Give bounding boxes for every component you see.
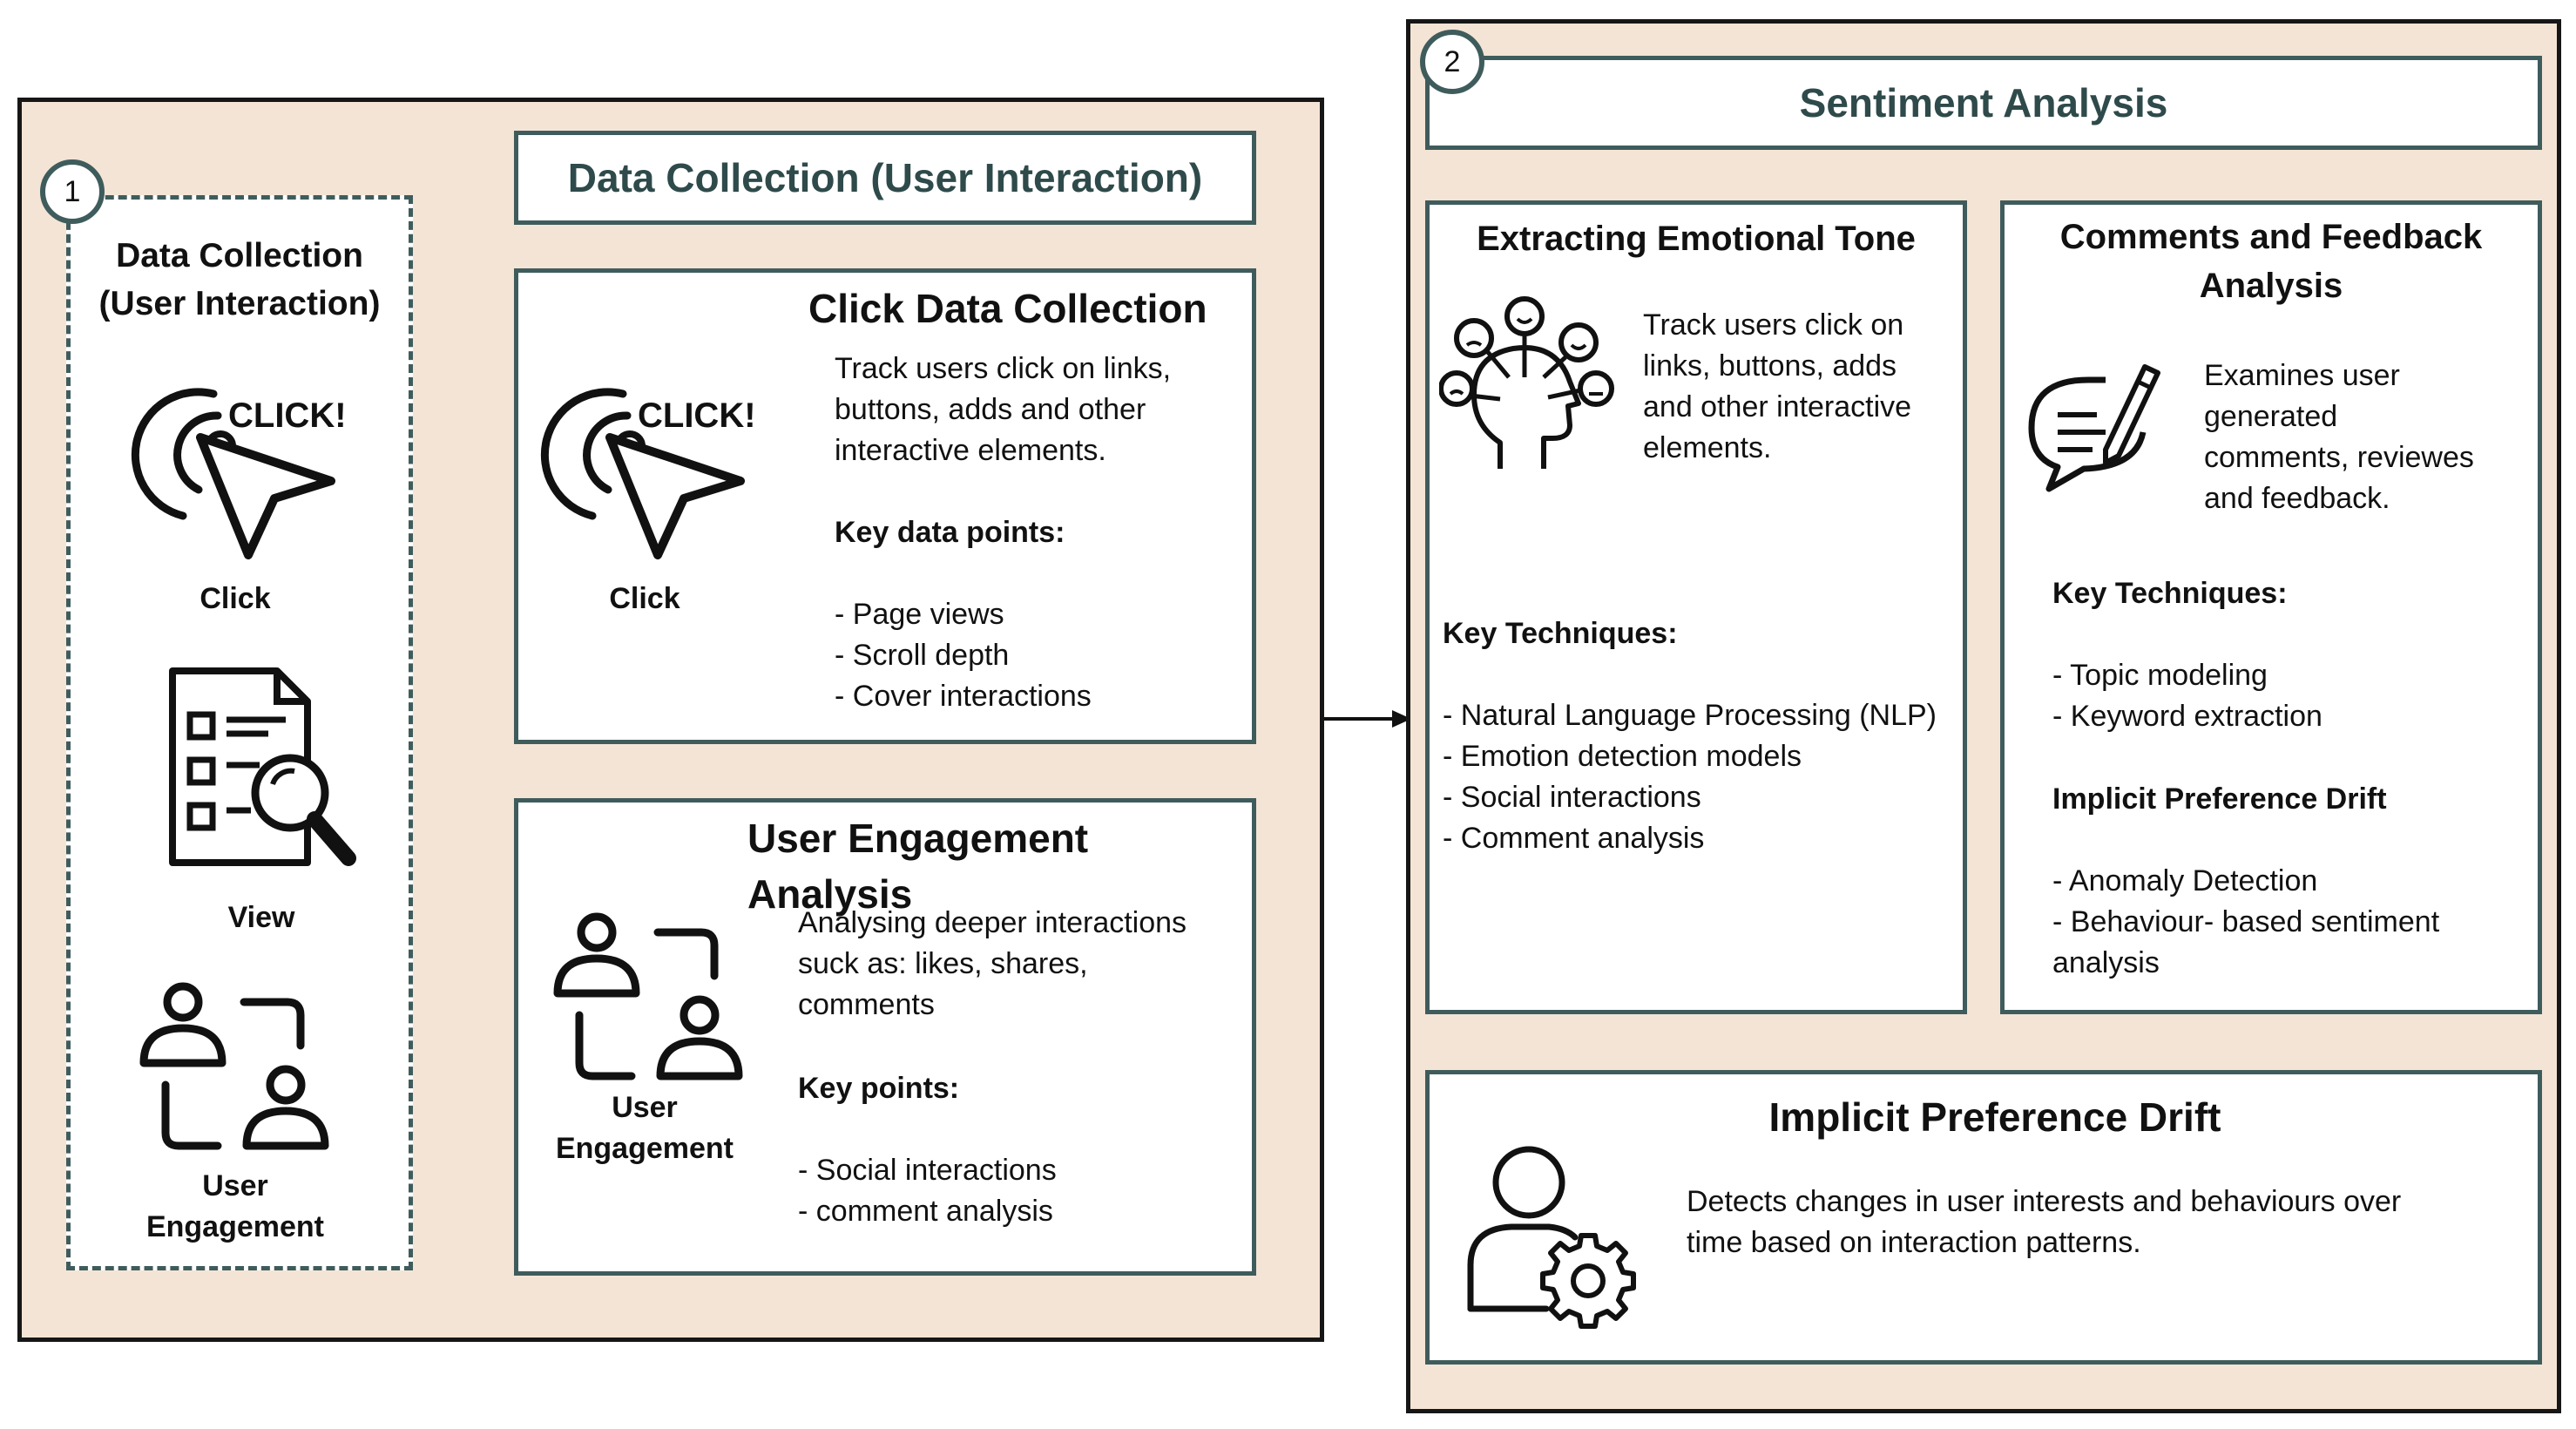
list-item: Social interactions: [1443, 777, 1937, 818]
engagement-card-points: Social interactions comment analysis: [798, 1150, 1057, 1232]
document-search-icon: [164, 662, 364, 880]
step-number: 2: [1444, 44, 1461, 78]
user-engagement-icon: [131, 976, 340, 1168]
engagement-card-icon-label: User Engagement: [555, 1091, 734, 1165]
list-item-continuation: analysis: [2052, 946, 2160, 979]
click-card-icon-label: Click: [609, 582, 680, 615]
list-item: Natural Language Processing (NLP): [1443, 695, 1937, 736]
click-icon: CLICK!: [131, 376, 348, 568]
emotional-tone-card: [1425, 200, 1967, 1014]
list-item: Anomaly Detection: [2052, 861, 2532, 902]
emotion-head-icon: [1439, 295, 1631, 477]
step-number: 1: [64, 174, 81, 208]
sentiment-analysis-header: Sentiment Analysis: [1425, 56, 2542, 150]
comment-pencil-icon: [2023, 354, 2162, 493]
engagement-card-title: User Engagement Analysis: [747, 816, 1089, 917]
list-item: Cover interactions: [835, 676, 1092, 717]
list-item: Comment analysis: [1443, 818, 1937, 859]
data-collection-header-title: Data Collection (User Interaction): [567, 155, 1203, 200]
comments-card-second-heading: Implicit Preference Drift: [2052, 782, 2387, 816]
user-engagement-icon: [544, 906, 754, 1098]
click-card-key-heading: Key data points:: [835, 516, 1065, 549]
list-item: Social interactions: [798, 1150, 1057, 1191]
click-card-description: Track users click on links, buttons, add…: [835, 352, 1172, 467]
list-item: Page views: [835, 594, 1092, 635]
sentiment-analysis-header-title: Sentiment Analysis: [1799, 80, 2168, 125]
click-card-title: Click Data Collection: [808, 286, 1207, 331]
engagement-card-description: Analysing deeper interactions suck as: l…: [798, 906, 1187, 1021]
flow-arrow: [1324, 706, 1413, 732]
click-card-points: Page views Scroll depth Cover interactio…: [835, 594, 1092, 717]
comments-card-points: Topic modeling Keyword extraction: [2052, 655, 2322, 737]
list-item: comment analysis: [798, 1191, 1057, 1232]
sidebar-title: Data Collection (User Interaction): [98, 237, 381, 322]
list-item: Topic modeling: [2052, 655, 2322, 696]
sidebar-item-click-label: Click: [199, 582, 271, 615]
engagement-card-key-heading: Key points:: [798, 1072, 960, 1105]
list-item: Behaviour- based sentiment: [2052, 902, 2532, 943]
comments-card-description: Examines user generated comments, review…: [2204, 359, 2474, 515]
emotional-card-key-heading: Key Techniques:: [1443, 617, 1678, 650]
emotional-card-title: Extracting Emotional Tone: [1477, 220, 1916, 258]
comments-card-points2: Anomaly Detection Behaviour- based senti…: [2052, 861, 2532, 984]
list-item: Keyword extraction: [2052, 696, 2322, 737]
svg-text:CLICK!: CLICK!: [638, 396, 756, 435]
emotional-card-description: Track users click on links, buttons, add…: [1643, 308, 1912, 464]
emotional-card-points: Natural Language Processing (NLP) Emotio…: [1443, 695, 1937, 859]
list-item: Scroll depth: [835, 635, 1092, 676]
step-number-badge-1: 1: [40, 159, 105, 224]
list-item: Emotion detection models: [1443, 736, 1937, 777]
svg-text:CLICK!: CLICK!: [228, 396, 347, 435]
drift-card-description: Detects changes in user interests and be…: [1687, 1185, 2402, 1259]
step-number-badge-2: 2: [1420, 30, 1484, 94]
sidebar-item-view-label: View: [227, 901, 295, 934]
comments-card-title: Comments and Feedback Analysis: [2059, 218, 2483, 305]
click-icon: CLICK!: [540, 376, 758, 568]
drift-card-title: Implicit Preference Drift: [1768, 1094, 2221, 1140]
user-gear-icon: [1464, 1143, 1638, 1335]
comments-card-key-heading: Key Techniques:: [2052, 577, 2288, 610]
sidebar-item-user-engagement-label: User Engagement: [145, 1169, 325, 1243]
data-collection-header: Data Collection (User Interaction): [514, 131, 1256, 225]
